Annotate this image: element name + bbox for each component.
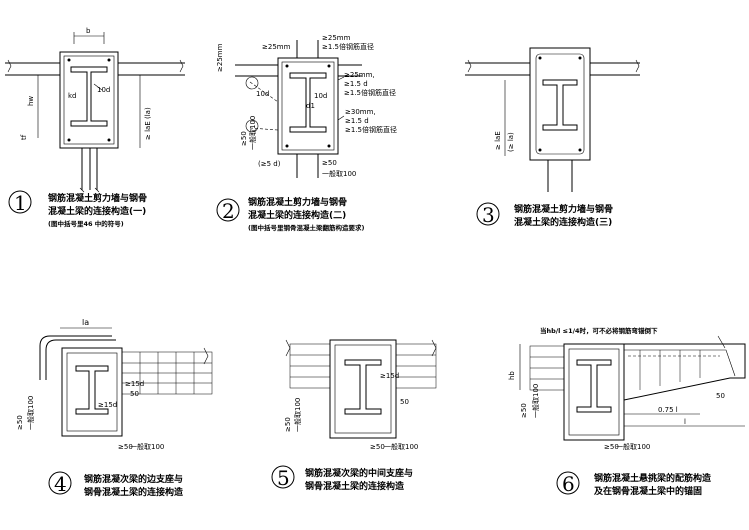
- d4-dim-la: la: [82, 318, 89, 327]
- d2-dim-r3: ≥1.5倍钢筋直径: [344, 88, 396, 97]
- dim-b: b: [86, 27, 91, 35]
- detail-2-caption-note: (图中括号里钢骨混凝土梁翻筋构造要求): [248, 223, 364, 232]
- detail-6-caption-line1: 钢筋混凝土悬挑梁的配筋构造: [594, 472, 712, 484]
- detail-3: ≥ laE (≥ la) 3 钢筋混凝土剪力墙与钢骨 混凝土梁的连接构造(三): [465, 47, 640, 228]
- detail-1-caption-note: (图中括号里46 中的符号): [48, 219, 124, 228]
- d5-dim-15d: ≥15d: [380, 372, 399, 380]
- d6-dim-100-bot: 一般取100: [616, 442, 650, 451]
- detail-2-caption-line2: 混凝土梁的连接构造(二): [248, 209, 346, 221]
- d2-dim-bot50: ≥50: [322, 159, 337, 167]
- d2-dim-top2: ≥25mm: [322, 34, 351, 42]
- detail-4: la ≥15d ≥15d 50 ≥50 一般取100 ≥50 一般取100 4 …: [16, 318, 213, 498]
- d6-dim-50-left: ≥50: [520, 403, 528, 418]
- d6-dim-hb: hb: [508, 371, 516, 380]
- dim-lae: ≥ laE (la): [144, 107, 152, 140]
- d2-dim-top3: ≥1.5倍钢筋直径: [322, 42, 374, 51]
- d5-dim-100-left: 一般取100: [293, 398, 302, 432]
- detail-1-number: 1: [14, 191, 27, 215]
- detail-5-number: 5: [277, 466, 290, 490]
- d4-dim-100-bot: 一般取100: [130, 442, 164, 451]
- dim-hw: hw: [27, 96, 35, 106]
- d6-dim-50-side: 50: [716, 392, 725, 400]
- d6-dim-100-left: 一般取100: [531, 384, 540, 418]
- d5-dim-100-bot: 一般取100: [384, 442, 418, 451]
- detail-6-number: 6: [562, 472, 575, 496]
- d6-dim-50-bot: ≥50: [604, 443, 619, 451]
- detail-5-caption-line2: 钢骨混凝土梁的连接构造: [305, 480, 405, 492]
- d3-dim-lae: ≥ laE: [494, 131, 502, 150]
- detail-5: ≥15d 50 ≥50 一般取100 ≥50 一般取100 5 钢筋混凝次梁的中…: [271, 339, 437, 492]
- d5-dim-50-bot: ≥50: [370, 443, 385, 451]
- d2-dim-100: 一般取100: [248, 116, 257, 150]
- d2-dim-r5: ≥1.5 d: [345, 117, 369, 125]
- d2-dim-50: ≥50: [240, 131, 248, 146]
- steel-i-section: [70, 66, 108, 127]
- d2-dim-10d-b: 10d: [314, 92, 327, 100]
- detail-6-caption-line2: 及在钢骨混凝土梁中的锚固: [594, 485, 702, 497]
- detail-1-number-circle: [8, 190, 32, 214]
- d3-dim-la: (≥ la): [507, 132, 515, 152]
- d2-dim-r4: ≥30mm,: [345, 108, 376, 116]
- detail-2-caption-line1: 钢筋混凝土剪力墙与钢骨: [248, 196, 347, 208]
- detail-4-number: 4: [54, 472, 67, 496]
- d2-dim-d1: d1: [306, 102, 315, 110]
- dim-10d: 10d: [97, 86, 110, 94]
- d2-dim-5d: (≥5 d): [258, 160, 281, 168]
- detail-3-number: 3: [482, 203, 495, 227]
- d2-dim-left: ≥25mm: [216, 43, 224, 72]
- d4-dim-15d-a: ≥15d: [125, 380, 144, 388]
- detail-2-number: 2: [222, 199, 235, 223]
- d4-dim-15d-b: ≥15d: [98, 401, 117, 409]
- d5-dim-50-left: ≥50: [284, 417, 292, 432]
- d2-dim-bot100: 一般取100: [322, 169, 356, 178]
- d6-dim-075l: 0.75 l: [658, 406, 678, 414]
- detail-4-caption-line2: 钢骨混凝土梁的连接构造: [84, 486, 184, 498]
- d4-dim-100-left: 一般取100: [26, 396, 35, 430]
- d2-dim-top1: ≥25mm: [262, 43, 291, 51]
- dim-kd: kd: [68, 92, 77, 100]
- d2-dim-10d-a: 10d: [256, 90, 269, 98]
- d4-dim-50-bot: ≥50: [118, 443, 133, 451]
- d5-dim-50-side: 50: [400, 398, 409, 406]
- d2-dim-r2: ≥1.5 d: [344, 80, 368, 88]
- d4-dim-50-side: 50: [130, 390, 139, 398]
- d4-dim-50-left: ≥50: [16, 415, 24, 430]
- dim-tf: tf: [20, 134, 28, 140]
- d2-dim-r6: ≥1.5倍钢筋直径: [345, 125, 397, 134]
- detail-6: 当hb/l ≤1/4时，可不必将钢筋弯锚倒下 hb 0.75 l l 50 ≥5…: [508, 326, 746, 497]
- detail-2: ≥25mm ≥25mm ≥1.5倍钢筋直径 ≥25mm ≥25mm, ≥1.5 …: [216, 34, 397, 232]
- detail-5-caption-line1: 钢筋混凝次梁的中间支座与: [305, 467, 413, 479]
- detail-1-caption-line2: 混凝土梁的连接构造(一): [48, 205, 146, 217]
- detail-1: b hw tf kd 10d ≥ laE (la) 1 钢筋混凝土剪力墙与钢骨 …: [5, 27, 185, 228]
- d6-note-top: 当hb/l ≤1/4时，可不必将钢筋弯锚倒下: [540, 326, 658, 335]
- detail-1-caption-line1: 钢筋混凝土剪力墙与钢骨: [48, 192, 147, 204]
- detail-3-caption-line1: 钢筋混凝土剪力墙与钢骨: [514, 203, 613, 215]
- d6-dim-l: l: [684, 418, 686, 426]
- detail-4-caption-line1: 钢筋混凝次梁的边支座与: [84, 473, 183, 485]
- detail-3-caption-line2: 混凝土梁的连接构造(三): [514, 216, 612, 228]
- d2-dim-r1: ≥25mm,: [344, 71, 375, 79]
